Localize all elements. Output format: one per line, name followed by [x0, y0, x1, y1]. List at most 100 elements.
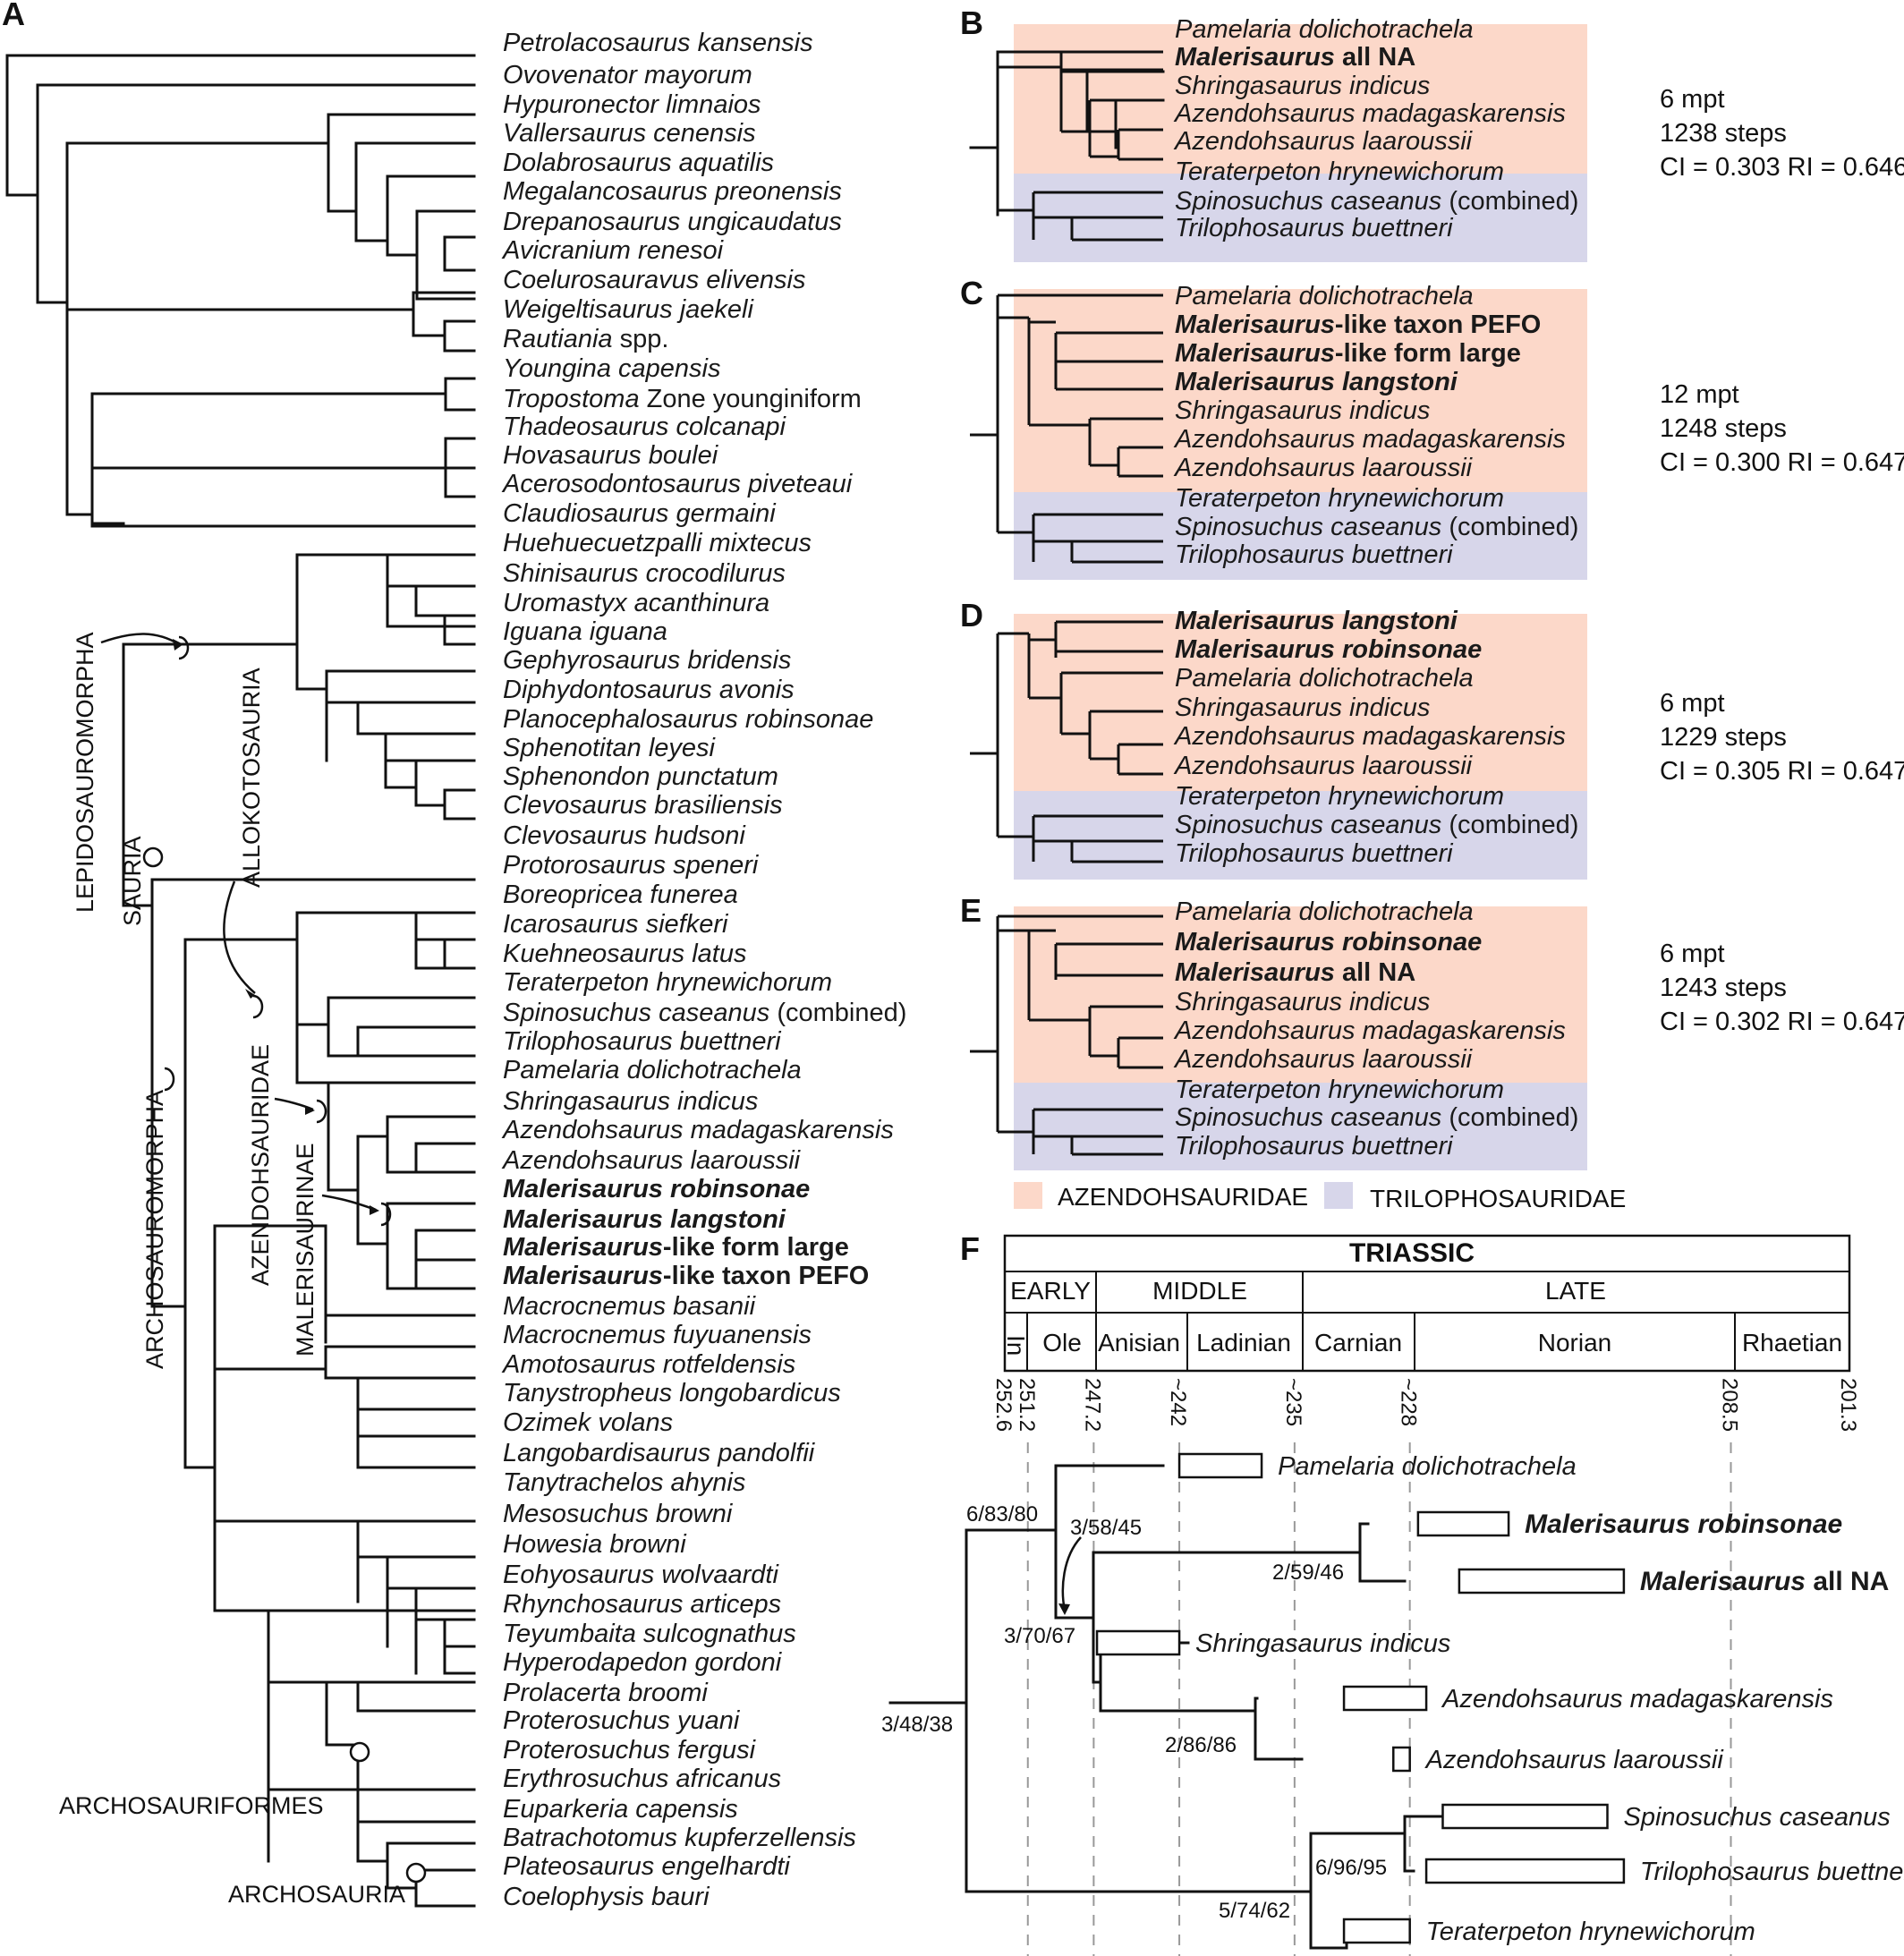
panel-f-taxon-2-suffix: all NA — [1806, 1567, 1889, 1596]
panel-a-taxon-2: Hypuronector limnaios — [503, 90, 761, 119]
support-arrow — [1061, 1536, 1082, 1612]
range-bar-3 — [1095, 1629, 1181, 1656]
panel-a-taxon-13: Thadeosaurus colcanapi — [503, 412, 787, 441]
panel-a-taxon-18-name: Shinisaurus crocodilurus — [503, 559, 786, 588]
panel-d-taxon-1: Malerisaurus robinsonae — [1175, 635, 1482, 664]
panel-e-taxon-2: Malerisaurus all NA — [1175, 958, 1415, 987]
panel-a-taxon-53: Rhynchosaurus articeps — [503, 1590, 781, 1619]
panel-e-label: E — [960, 892, 982, 929]
panel-a-taxon-9-name: Weigeltisaurus jaekeli — [503, 295, 754, 324]
panel-d-taxon-3-name: Shringasaurus indicus — [1175, 693, 1430, 722]
panel-a-taxon-39-name: Malerisaurus robinsonae — [503, 1175, 810, 1203]
panel-a-taxon-16-name: Claudiosaurus germaini — [503, 499, 777, 528]
panel-c-taxon-3: Malerisaurus langstoni — [1175, 368, 1458, 396]
panel-a-taxon-34: Trilophosaurus buettneri — [503, 1027, 782, 1056]
clade-label-azendohsauridae: AZENDOHSAURIDAE — [247, 1044, 274, 1286]
panel-b-taxon-6-suffix: (combined) — [1441, 187, 1578, 216]
panel-b-taxon-6-name: Spinosuchus caseanus — [1175, 187, 1441, 216]
panel-b-taxon-0: Pamelaria dolichotrachela — [1175, 15, 1474, 44]
panel-a-taxon-31-name: Kuehneosaurus latus — [503, 940, 746, 968]
panel-a-taxon-47-name: Ozimek volans — [503, 1408, 673, 1437]
panel-a-taxon-54: Teyumbaita sulcognathus — [503, 1620, 796, 1648]
tick-5: ~228 — [1397, 1378, 1421, 1426]
epoch-2: LATE — [1545, 1277, 1606, 1305]
support-value-2: 3/58/45 — [1070, 1516, 1142, 1540]
panel-a-taxon-25-name: Sphenondon punctatum — [503, 762, 778, 791]
panel-b-tree-branches — [970, 50, 1163, 242]
panel-a-taxon-24-name: Sphenotitan leyesi — [503, 734, 717, 762]
range-bar-0 — [1177, 1452, 1263, 1479]
panel-b-taxon-7: Trilophosaurus buettneri — [1175, 214, 1454, 242]
panel-c-taxon-1-name: Malerisaurus — [1175, 310, 1335, 339]
panel-f-support-values: 3/48/386/83/803/58/452/59/463/70/672/86/… — [881, 1502, 1387, 1923]
panel-a-taxon-63: Coelophysis bauri — [503, 1883, 710, 1911]
panel-f-taxon-7-name: Trilophosaurus buettneri — [1640, 1858, 1904, 1886]
panel-b-stat-2: CI = 0.303 RI = 0.646 — [1660, 153, 1904, 182]
panel-a-taxon-34-name: Trilophosaurus buettneri — [503, 1027, 782, 1056]
panel-a-taxon-55: Hyperodapedon gordoni — [503, 1648, 783, 1677]
support-value-6: 6/96/95 — [1315, 1856, 1387, 1880]
panel-e-taxon-2-name: Malerisaurus — [1175, 958, 1335, 987]
tick-1: 251.2 — [1015, 1378, 1039, 1432]
panel-a-taxon-39: Malerisaurus robinsonae — [503, 1175, 810, 1203]
panel-e-taxon-3-name: Shringasaurus indicus — [1175, 988, 1430, 1016]
panel-d-taxon-4-name: Azendohsaurus madagaskarensis — [1173, 722, 1566, 751]
panel-a-taxon-4-name: Dolabrosaurus aquatilis — [503, 149, 774, 177]
panel-d-stat-1: 1229 steps — [1660, 723, 1787, 752]
panel-a-taxon-32-name: Teraterpeton hrynewichorum — [503, 968, 832, 997]
panel-a-taxon-60: Euparkeria capensis — [503, 1795, 738, 1824]
panel-b-taxon-1-name: Malerisaurus — [1175, 43, 1335, 72]
panel-e-tree-branches — [970, 914, 1163, 1156]
panel-c-stat-1: 1248 steps — [1660, 414, 1787, 443]
range-bar-2 — [1458, 1568, 1626, 1595]
panel-a-taxon-3: Vallersaurus cenensis — [503, 119, 756, 148]
panel-a-taxon-20-name: Iguana iguana — [503, 617, 667, 646]
panel-a-taxon-54-name: Teyumbaita sulcognathus — [503, 1620, 796, 1648]
panel-a-taxon-56-name: Prolacerta broomi — [503, 1679, 709, 1707]
panel-a-taxon-49-name: Tanytrachelos ahynis — [503, 1468, 745, 1497]
panel-a-taxon-48-name: Langobardisaurus pandolfii — [503, 1439, 816, 1467]
panel-a-taxon-50-name: Mesosuchus browni — [503, 1500, 734, 1528]
panel-a-taxon-36: Shringasaurus indicus — [503, 1087, 758, 1116]
panel-d-taxon-0: Malerisaurus langstoni — [1175, 607, 1458, 635]
panel-c-taxon-9-name: Trilophosaurus buettneri — [1175, 540, 1454, 569]
panel-a-taxon-52-name: Eohyosaurus wolvaardti — [503, 1561, 779, 1589]
panel-f-taxon-5-name: Azendohsaurus laaroussii — [1424, 1746, 1725, 1774]
panel-a-taxon-42-name: Malerisaurus — [503, 1262, 663, 1290]
panel-a-taxon-12: Tropostoma Zone younginiform — [503, 385, 862, 413]
panel-d-taxon-2-name: Pamelaria dolichotrachela — [1175, 664, 1474, 693]
panel-e-taxon-8-name: Trilophosaurus buettneri — [1175, 1132, 1454, 1161]
panel-a-taxon-33: Spinosuchus caseanus (combined) — [503, 999, 906, 1027]
panel-f-taxon-7: Trilophosaurus buettneri — [1640, 1858, 1904, 1886]
panel-a-taxon-42: Malerisaurus-like taxon PEFO — [503, 1262, 869, 1290]
panel-a-taxon-41-suffix: -like form large — [663, 1233, 849, 1262]
panel-b-label: B — [960, 4, 983, 41]
panel-a-taxon-46-name: Tanystropheus longobardicus — [503, 1379, 841, 1407]
range-bar-5 — [1392, 1746, 1411, 1773]
panel-a-taxon-25: Sphenondon punctatum — [503, 762, 778, 791]
panel-f-taxon-2: Malerisaurus all NA — [1640, 1567, 1889, 1596]
panel-c-taxon-0: Pamelaria dolichotrachela — [1175, 282, 1474, 310]
panel-e-taxon-7-name: Spinosuchus caseanus — [1175, 1103, 1441, 1132]
panel-a-taxon-37-name: Azendohsaurus madagaskarensis — [501, 1116, 894, 1144]
panel-a-taxon-29-name: Boreopricea funerea — [503, 880, 738, 909]
panel-a-taxon-43-name: Macrocnemus basanii — [503, 1292, 757, 1321]
panel-a-taxon-19-name: Uromastyx acanthinura — [503, 589, 769, 617]
panel-a-taxon-12-suffix: Zone younginiform — [640, 385, 862, 413]
panel-c-taxon-1-suffix: -like taxon PEFO — [1335, 310, 1541, 339]
panel-f-taxon-2-name: Malerisaurus — [1640, 1567, 1806, 1596]
panel-a-taxon-51-name: Howesia browni — [503, 1530, 687, 1559]
panel-e-taxon-2-suffix: all NA — [1335, 958, 1415, 987]
tick-0: 252.6 — [991, 1378, 1016, 1432]
panel-a-taxon-24: Sphenotitan leyesi — [503, 734, 717, 762]
panel-a-taxon-30-name: Icarosaurus siefkeri — [503, 910, 729, 939]
panel-a-taxon-59-name: Erythrosuchus africanus — [503, 1765, 781, 1793]
panel-a-taxon-44-name: Macrocnemus fuyuanensis — [503, 1321, 812, 1349]
panel-d-taxon-6-name: Teraterpeton hrynewichorum — [1175, 782, 1504, 811]
panel-c-stat-2: CI = 0.300 RI = 0.647 — [1660, 448, 1904, 477]
panel-a-taxon-38: Azendohsaurus laaroussii — [501, 1146, 802, 1175]
